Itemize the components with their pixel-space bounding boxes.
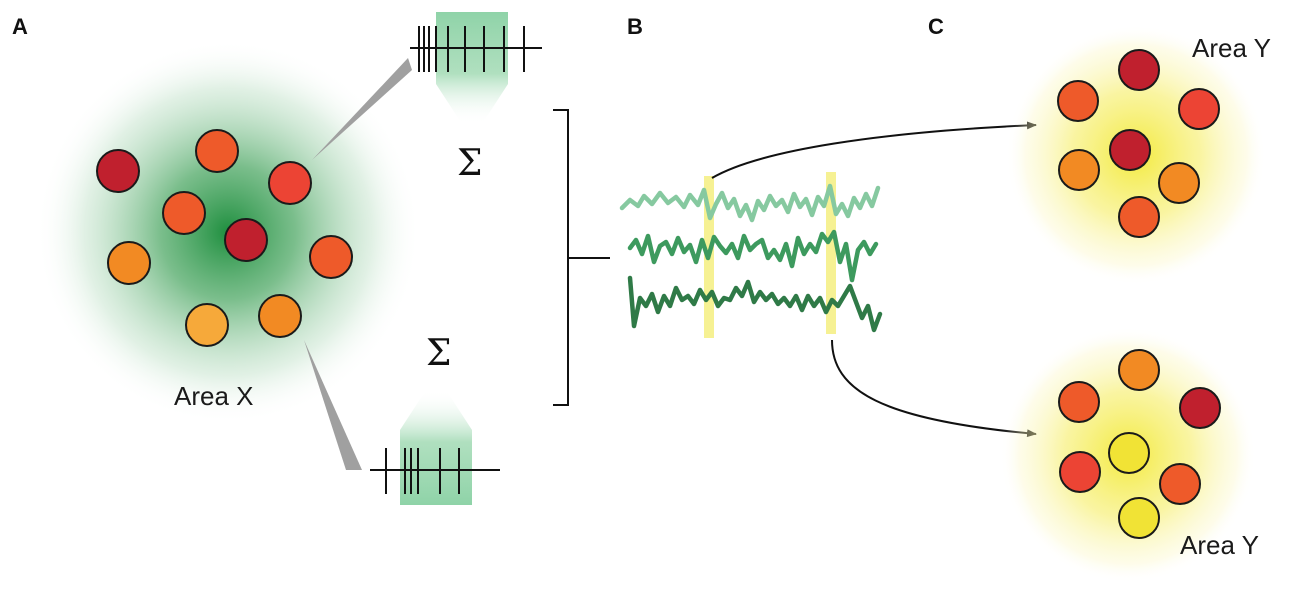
neuron (1118, 497, 1160, 539)
neuron (1118, 49, 1160, 91)
area-y-bottom-neurons (1058, 349, 1221, 539)
panel-label-b: B (627, 14, 643, 39)
sum-symbol-top: Σ (457, 143, 483, 184)
zoom-wedge-bottom (304, 340, 362, 470)
neuron (224, 218, 268, 262)
neuron (1159, 463, 1201, 505)
neuron (1109, 129, 1151, 171)
lfp-trace-2 (627, 229, 879, 283)
spike-raster-top (410, 26, 542, 72)
coincidence-highlight-2 (826, 172, 836, 334)
area-y-bottom-label: Area Y (1180, 530, 1260, 560)
panel-label-c: C (928, 14, 944, 39)
bracket (553, 109, 610, 406)
lfp-trace-3 (627, 275, 883, 333)
spike-raster-top-highlight (436, 12, 508, 124)
area-y-top-label: Area Y (1192, 33, 1272, 63)
neuron (1108, 432, 1150, 474)
spike-raster-bottom (370, 448, 500, 494)
neuron (1118, 196, 1160, 238)
neuron (1059, 451, 1101, 493)
neuron (268, 161, 312, 205)
neuron (96, 149, 140, 193)
lfp-trace-1 (619, 183, 881, 223)
neuron (107, 241, 151, 285)
neuron (185, 303, 229, 347)
area-x-label: Area X (174, 381, 254, 411)
neuron (1057, 80, 1099, 122)
neuron (1118, 349, 1160, 391)
arrow-to-area-y-top (711, 121, 1037, 179)
neuron (1178, 88, 1220, 130)
neuron (258, 294, 302, 338)
neuron (309, 235, 353, 279)
neuron (162, 191, 206, 235)
neuron (1158, 162, 1200, 204)
neuron (1179, 387, 1221, 429)
panel-label-a: A (12, 14, 28, 39)
sum-symbol-bottom: Σ (426, 333, 452, 374)
neuron (1058, 149, 1100, 191)
neuron (195, 129, 239, 173)
zoom-wedge-top (312, 58, 412, 160)
arrow-to-area-y-bottom (831, 339, 1037, 438)
neuron (1058, 381, 1100, 423)
area-x-neurons (96, 129, 353, 347)
area-y-top-neurons (1057, 49, 1220, 238)
